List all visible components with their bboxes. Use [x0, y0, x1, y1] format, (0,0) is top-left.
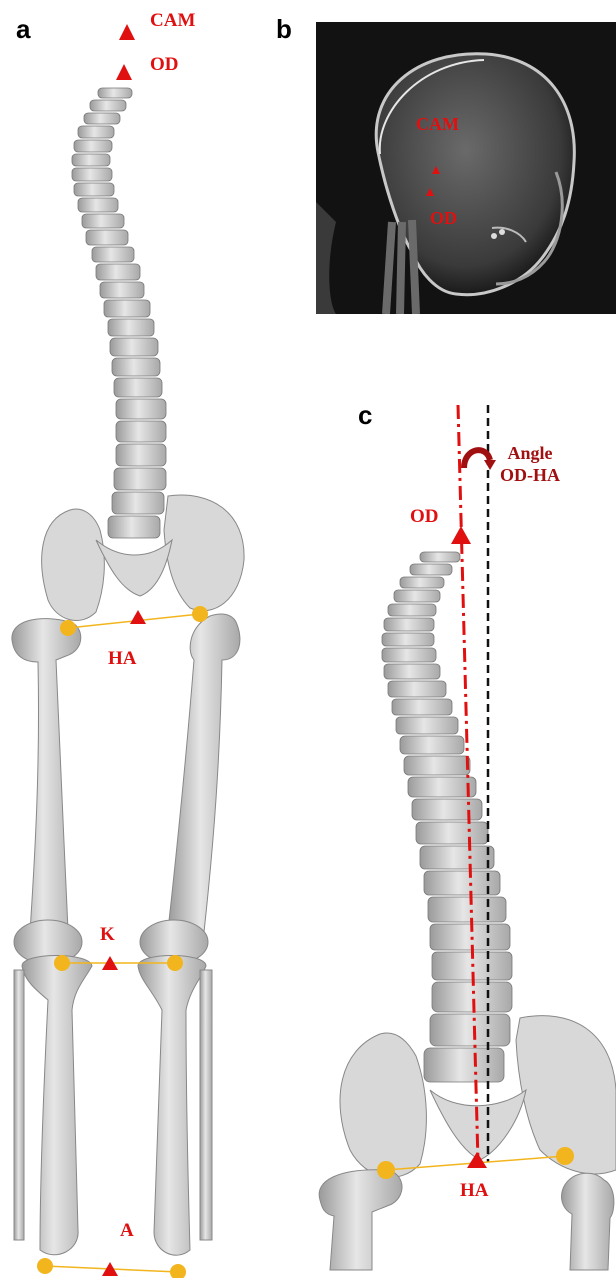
panel-c-angle-arrow [464, 450, 490, 468]
panel-c-od-label: OD [410, 506, 439, 528]
panel-c-spine [382, 552, 512, 1082]
panel-c-ha-label: HA [460, 1180, 489, 1202]
panel-c-angle-label: Angle OD-HA [500, 442, 560, 486]
panel-c-angle-label-line1: Angle [500, 442, 560, 464]
panel-c-angle-label-line2: OD-HA [500, 464, 560, 486]
